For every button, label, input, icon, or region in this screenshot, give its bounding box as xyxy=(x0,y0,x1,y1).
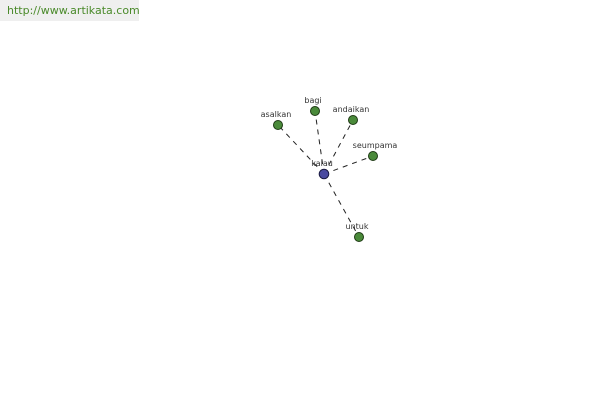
node-asalkan[interactable] xyxy=(273,120,283,130)
site-url-link[interactable]: http://www.artikata.com xyxy=(0,0,140,21)
graph-nodes xyxy=(273,106,378,242)
label-untuk[interactable]: untuk xyxy=(346,222,369,231)
label-kalau[interactable]: kalau xyxy=(311,159,333,168)
label-bagi[interactable]: bagi xyxy=(304,96,321,105)
node-seumpama[interactable] xyxy=(368,151,378,161)
node-kalau[interactable] xyxy=(318,168,330,180)
edge-kalau-seumpama xyxy=(323,155,374,175)
edge-kalau-asalkan xyxy=(277,124,325,175)
edge-kalau-andaikan xyxy=(323,119,354,175)
graph-edges xyxy=(277,110,374,238)
edge-kalau-untuk xyxy=(323,173,360,238)
node-untuk[interactable] xyxy=(354,232,364,242)
label-seumpama[interactable]: seumpama xyxy=(353,141,398,150)
node-andaikan[interactable] xyxy=(348,115,358,125)
node-bagi[interactable] xyxy=(310,106,320,116)
label-andaikan[interactable]: andaikan xyxy=(333,105,370,114)
edge-kalau-bagi xyxy=(314,110,325,175)
label-asalkan[interactable]: asalkan xyxy=(261,110,292,119)
graph-labels: asalkan bagi andaikan seumpama untuk kalau xyxy=(261,96,398,231)
